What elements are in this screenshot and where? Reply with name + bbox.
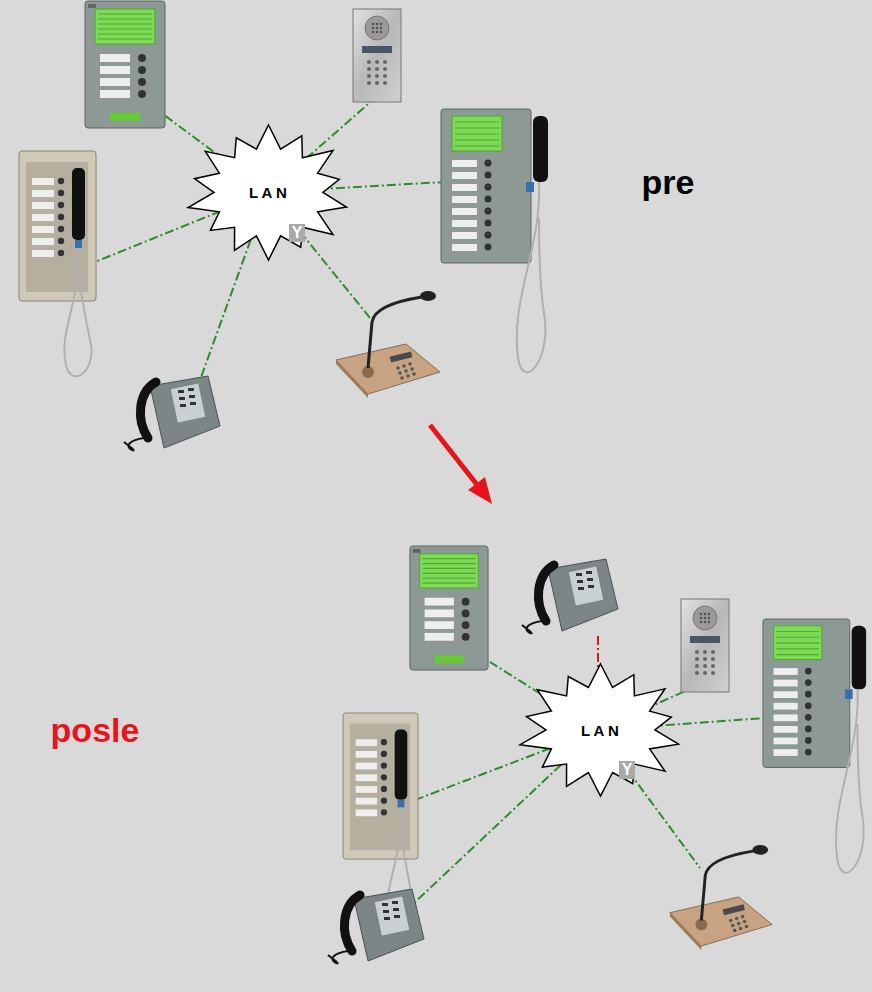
starburst-shape (188, 125, 346, 260)
hood-phone (19, 151, 96, 376)
door-intercom (353, 9, 401, 102)
industrial-phone (763, 619, 866, 873)
intercom-panel (410, 546, 488, 670)
microphone-console (336, 291, 440, 398)
network-label: L A N (581, 722, 619, 739)
network-label: L A N (249, 184, 287, 201)
marker-letter: Y (619, 761, 636, 779)
desk-phone (124, 376, 220, 450)
transition-arrow (430, 425, 492, 504)
desk-phone (522, 559, 618, 633)
lan-wires (95, 98, 445, 380)
network-cloud: L A N (518, 664, 683, 796)
door-intercom (681, 599, 729, 692)
desk-phone (328, 889, 424, 963)
intercom-panel (85, 1, 165, 128)
industrial-phone (441, 109, 548, 372)
starburst-shape (520, 664, 678, 796)
state-label: posle (51, 713, 140, 747)
state-label: pre (642, 165, 695, 199)
marker-letter: Y (289, 224, 306, 242)
network-cloud: L A N (186, 125, 351, 260)
microphone-console (670, 845, 772, 950)
lan-wires (412, 662, 765, 905)
